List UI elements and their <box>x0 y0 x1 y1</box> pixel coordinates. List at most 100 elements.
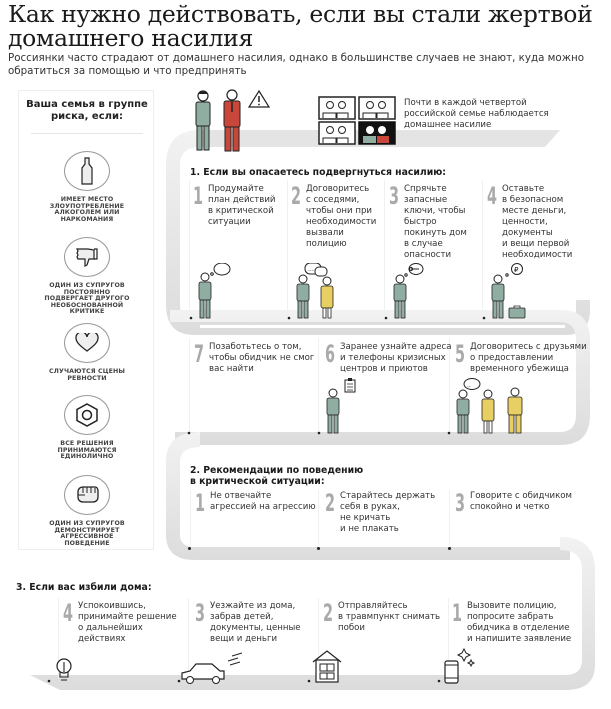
family-frame <box>318 96 356 120</box>
section1-figures: ... ₽ <box>189 263 526 320</box>
step-line: Договоритесь <box>306 184 370 194</box>
risk-label: один из супругов демонстрирует агрессивн… <box>19 520 155 547</box>
step-text: Вызовите полицию, попросите забрать обид… <box>467 601 571 645</box>
abuser-figure <box>223 89 241 152</box>
timeline-dot <box>317 547 320 550</box>
step-line: с соседями, <box>306 195 360 205</box>
step-line: запасные <box>404 195 448 205</box>
timeline-dot <box>189 316 193 320</box>
victim-figure <box>195 90 211 151</box>
sidebar-heading-line-2: риска, если: <box>51 111 123 122</box>
family-frame <box>318 121 356 145</box>
timeline-dot <box>448 547 451 550</box>
step-line: Спрячьте <box>404 184 447 194</box>
step-line: агрессией на агрессию <box>210 502 316 512</box>
timeline-dot <box>188 547 191 550</box>
risk-label-line: постоянно <box>63 288 111 296</box>
fist-icon <box>64 475 110 515</box>
section3-heading: 3. Если вас избили дома: <box>16 582 152 593</box>
step-line: месте деньги, <box>502 206 567 216</box>
risk-label-line: принимаются <box>57 446 117 454</box>
step-divider <box>190 490 191 545</box>
step-line: и вещи первой <box>502 239 570 249</box>
house-icon <box>312 650 342 683</box>
step-line: Не отвечайте <box>210 491 272 501</box>
step-line: временного убежища <box>470 364 569 374</box>
risk-sidebar: Ваша семья в группе риска, если: имеет м… <box>18 90 154 550</box>
family-frame <box>358 96 396 120</box>
phone-icon <box>444 647 476 684</box>
step-line: необходимости <box>502 250 573 260</box>
step-divider <box>287 180 288 315</box>
friend-female-figure <box>481 389 495 434</box>
sidebar-heading: Ваша семья в группе риска, если: <box>19 99 155 123</box>
victim-figure <box>296 274 310 319</box>
victim-figure <box>491 274 505 319</box>
risk-label: случаются сцены ревности <box>19 368 155 382</box>
step-line: Уезжайте из дома, <box>210 601 296 611</box>
victim-figure <box>198 272 212 319</box>
thumbs-down-icon <box>64 237 110 277</box>
step-divider <box>189 338 190 433</box>
step-line: Отправляйтесь <box>338 601 408 611</box>
bottle-icon <box>64 151 110 191</box>
step-text: Не отвечайте агрессией на агрессию <box>210 491 316 513</box>
risk-label-line: агрессивное <box>60 533 114 540</box>
warning-icon <box>247 89 271 108</box>
step-divider <box>58 598 59 678</box>
neighbor-figure <box>320 276 334 319</box>
step-number: 7 <box>194 340 205 368</box>
timeline-dot <box>482 316 486 320</box>
step-number: 4 <box>63 599 74 627</box>
risk-label: все решения принимаются единолично <box>19 440 155 461</box>
step-divider <box>448 598 449 678</box>
step-line: быстро <box>404 217 437 227</box>
step-line: действиях <box>78 634 126 644</box>
risk-label-line: необоснованной <box>50 301 124 309</box>
section1-row2-figures: .. <box>187 378 523 435</box>
step-divider <box>188 598 189 678</box>
step-number: 3 <box>455 489 466 517</box>
step-divider <box>482 180 483 315</box>
risk-label-line: имеет место <box>60 196 114 203</box>
timeline-dot <box>177 679 181 683</box>
step-line: план действий <box>208 195 276 205</box>
step-line: Продумайте <box>208 184 264 194</box>
step-line: документы, ценные <box>210 623 301 633</box>
ruble-symbol: ₽ <box>514 266 519 274</box>
step-text: Успокоившись, принимайте решение о дальн… <box>78 601 177 645</box>
step-line: попросите забрать <box>467 612 554 622</box>
risk-label-line: единолично <box>60 453 114 460</box>
speech-bubble-icon: .. <box>463 378 481 390</box>
sidebar-heading-line-1: Ваша семья в группе <box>26 99 148 110</box>
step-line: о предоставлении <box>470 353 554 363</box>
step-number: 1 <box>452 599 463 627</box>
step-number: 1 <box>195 489 206 517</box>
step-line: Оставьте <box>502 184 545 194</box>
step-divider <box>318 338 319 433</box>
risk-label-line: один из супругов <box>49 520 125 527</box>
step-line: ключи, чтобы <box>404 206 466 216</box>
sidebar-divider <box>31 133 143 134</box>
step-line: документы <box>502 228 553 238</box>
timeline-dot <box>384 316 388 320</box>
risk-label-line: наркомания <box>60 215 114 223</box>
step-divider <box>318 490 319 545</box>
risk-label-line: поведение <box>64 539 110 547</box>
step-number: 2 <box>325 489 336 517</box>
step-line: вызвали <box>306 228 344 238</box>
timeline-dot <box>317 431 321 435</box>
timeline-dot <box>47 679 51 683</box>
car-icon <box>181 652 243 684</box>
speech-bubbles-icon: ... <box>304 263 328 277</box>
timeline-dot <box>307 679 311 683</box>
risk-item: один из супругов постоянно подвергает др… <box>19 237 155 316</box>
step-text: Договоритесь с соседями, чтобы они при н… <box>306 184 376 250</box>
risk-item: имеет место злоупотребление алкоголем ил… <box>19 151 155 223</box>
step-line: необходимости <box>306 217 377 227</box>
step-line: Договоритесь с друзьями <box>470 342 587 352</box>
step-line: не кричать <box>340 513 391 523</box>
step-number: 2 <box>323 599 334 627</box>
timeline-dot <box>187 431 191 435</box>
heart-icon <box>64 323 110 363</box>
